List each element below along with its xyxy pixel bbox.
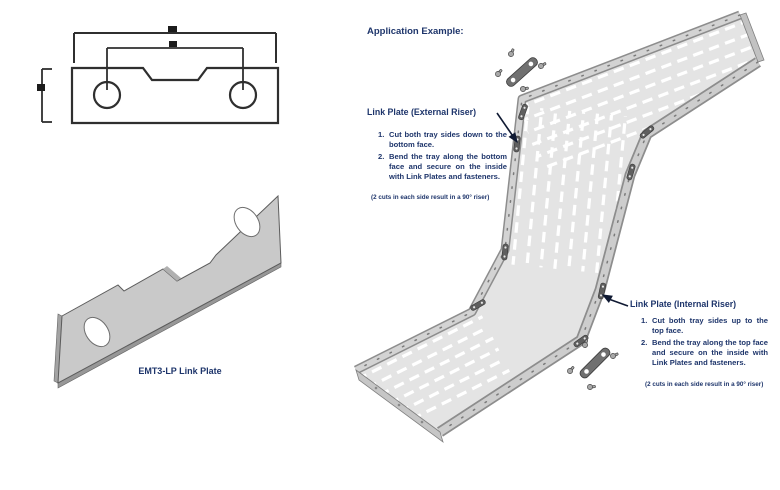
application-illustration-svg xyxy=(353,10,765,444)
internal-riser-steps: 1. Cut both tray sides up to the top fac… xyxy=(641,316,768,370)
step-number: 1. xyxy=(641,316,648,325)
exploded-link-plate-top xyxy=(493,47,548,93)
step-text: Bend the tray along the bottom face and … xyxy=(389,151,507,181)
dimension-overall-width xyxy=(73,26,277,63)
dimension-hole-spacing xyxy=(106,41,244,90)
step-text: Cut both tray sides down to the bottom f… xyxy=(389,130,507,149)
iso-hole-left xyxy=(83,316,111,348)
plate-caption: EMT3-LP Link Plate xyxy=(138,366,222,376)
step-item: 1. Cut both tray sides down to the botto… xyxy=(378,130,507,150)
isometric-drawing-svg xyxy=(53,194,282,389)
notch-facet xyxy=(163,266,181,281)
internal-riser-title: Link Plate (Internal Riser) xyxy=(630,299,737,309)
step-number: 1. xyxy=(378,130,385,139)
internal-riser-note: (2 cuts in each side result in a 90° ris… xyxy=(645,381,764,388)
plate-outline xyxy=(70,66,280,125)
dimension-height xyxy=(37,68,52,123)
external-riser-steps: 1. Cut both tray sides down to the botto… xyxy=(378,130,507,184)
iso-hole-right xyxy=(233,206,261,238)
external-riser-title: Link Plate (External Riser) xyxy=(367,107,477,117)
tray-rail-near-face xyxy=(437,58,761,436)
internal-riser-arrow xyxy=(601,294,629,307)
step-text: Cut both tray sides up to the top face. xyxy=(652,316,768,335)
step-number: 2. xyxy=(378,151,385,161)
step-number: 2. xyxy=(641,337,648,347)
step-item: 2. Bend the tray along the top face and … xyxy=(641,338,768,368)
step-item: 1. Cut both tray sides up to the top fac… xyxy=(641,316,768,336)
step-text: Bend the tray along the top face and sec… xyxy=(652,337,768,367)
tray-rail-far-holes xyxy=(355,14,741,371)
tray-end-top xyxy=(739,12,765,63)
dimension-drawing-svg xyxy=(37,26,280,125)
step-item: 2. Bend the tray along the bottom face a… xyxy=(378,152,507,182)
application-example-heading: Application Example: xyxy=(367,26,464,37)
external-riser-arrow xyxy=(496,112,518,144)
external-riser-note: (2 cuts in each side result in a 90° ris… xyxy=(371,194,490,201)
